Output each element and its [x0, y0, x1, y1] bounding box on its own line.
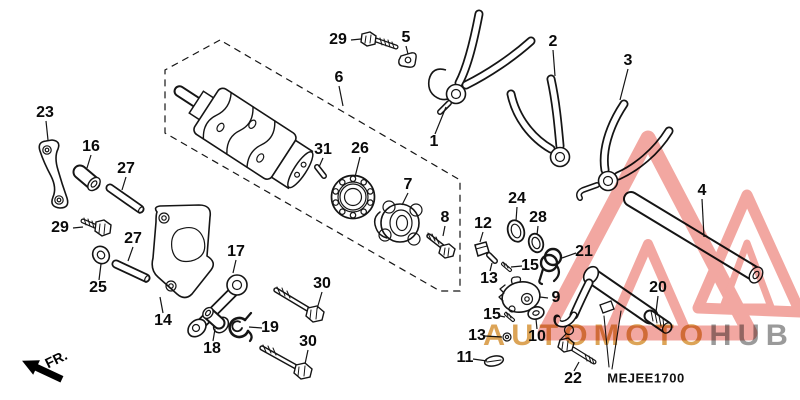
part-6-shift-drum [173, 85, 314, 190]
part-callout-30: 30 [299, 333, 317, 350]
part-callout-8: 8 [440, 209, 450, 226]
part-callout-13: 13 [480, 270, 498, 287]
part-callout-20: 20 [649, 279, 667, 296]
part-callout-24: 24 [508, 190, 526, 207]
part-25-washer [91, 245, 111, 265]
part-27-pin-lower [111, 259, 151, 283]
part-14-plate [151, 204, 215, 299]
part-19-spring [228, 311, 253, 343]
part-10-washer [527, 306, 545, 320]
part-callout-9: 9 [551, 289, 561, 306]
part-callout-3: 3 [623, 52, 633, 69]
part-callout-18: 18 [203, 340, 221, 357]
part-callout-29: 29 [51, 219, 69, 236]
part-13-ring-lower [502, 332, 512, 342]
part-8-bolt [426, 232, 456, 259]
part-callout-4: 4 [697, 182, 707, 199]
part-callout-19: 19 [261, 319, 279, 336]
part-16-bushing [72, 164, 101, 192]
part-callout-23: 23 [36, 104, 54, 121]
part-callout-31: 31 [314, 141, 332, 158]
part-2-shift-fork [506, 74, 571, 168]
part-callout-7: 7 [403, 176, 413, 193]
part-9-ratchet [498, 276, 541, 313]
part-23-bracket [38, 139, 69, 209]
part-29-bolt-left [80, 217, 112, 237]
watermark-brand-left: AUTOMOTO [483, 319, 710, 352]
part-callout-11: 11 [456, 349, 474, 366]
part-callout-27: 27 [124, 230, 142, 247]
part-callout-15: 15 [521, 257, 539, 274]
part-15-screw-upper [501, 261, 512, 272]
part-callout-28: 28 [529, 209, 547, 226]
part-28-seal [527, 232, 545, 254]
front-direction-arrow [22, 360, 64, 383]
part-callout-12: 12 [474, 215, 492, 232]
drum-dashed-boundary [164, 39, 461, 292]
part-callout-6: 6 [334, 69, 344, 86]
part-15-screw-lower [504, 311, 515, 322]
part-29-bolt-top [360, 31, 399, 50]
part-21-torsion-spring [538, 247, 563, 286]
part-callout-10: 10 [528, 328, 546, 345]
part-5-clip [398, 52, 417, 68]
part-18-collar [202, 306, 230, 334]
part-callout-14: 14 [154, 312, 172, 329]
part-callout-1: 1 [429, 133, 439, 150]
part-26-bearing [330, 174, 376, 220]
watermark-brand-text: AUTOMOTOHUB [483, 321, 794, 351]
part-1-shift-fork [427, 9, 536, 115]
watermark-logo-triangles [537, 130, 800, 341]
part-callout-13: 13 [468, 327, 486, 344]
part-callout-29: 29 [329, 31, 347, 48]
part-callout-27: 27 [117, 160, 135, 177]
part-13-roller-upper [486, 252, 498, 264]
part-callout-16: 16 [82, 138, 100, 155]
part-callout-26: 26 [351, 140, 369, 157]
part-30-bolt-lower [259, 344, 313, 380]
part-24-seal [506, 219, 526, 243]
part-11-plate [483, 355, 505, 367]
part-31-pin [314, 164, 327, 179]
part-callout-30: 30 [313, 275, 331, 292]
part-callout-25: 25 [89, 279, 107, 296]
part-callout-2: 2 [548, 33, 558, 50]
part-callout-15: 15 [483, 306, 501, 323]
part-30-bolt-upper [273, 286, 325, 323]
part-7-drum-center [373, 200, 423, 246]
leader-lines [45, 38, 705, 372]
part-27-pin-upper [105, 183, 145, 214]
part-callout-21: 21 [575, 243, 593, 260]
part-callout-17: 17 [227, 243, 245, 260]
part-callout-5: 5 [401, 29, 411, 46]
watermark-brand-right: HUB [709, 319, 795, 352]
diagram-code: MEJEE1700 [607, 370, 685, 386]
part-callout-22: 22 [564, 370, 582, 387]
